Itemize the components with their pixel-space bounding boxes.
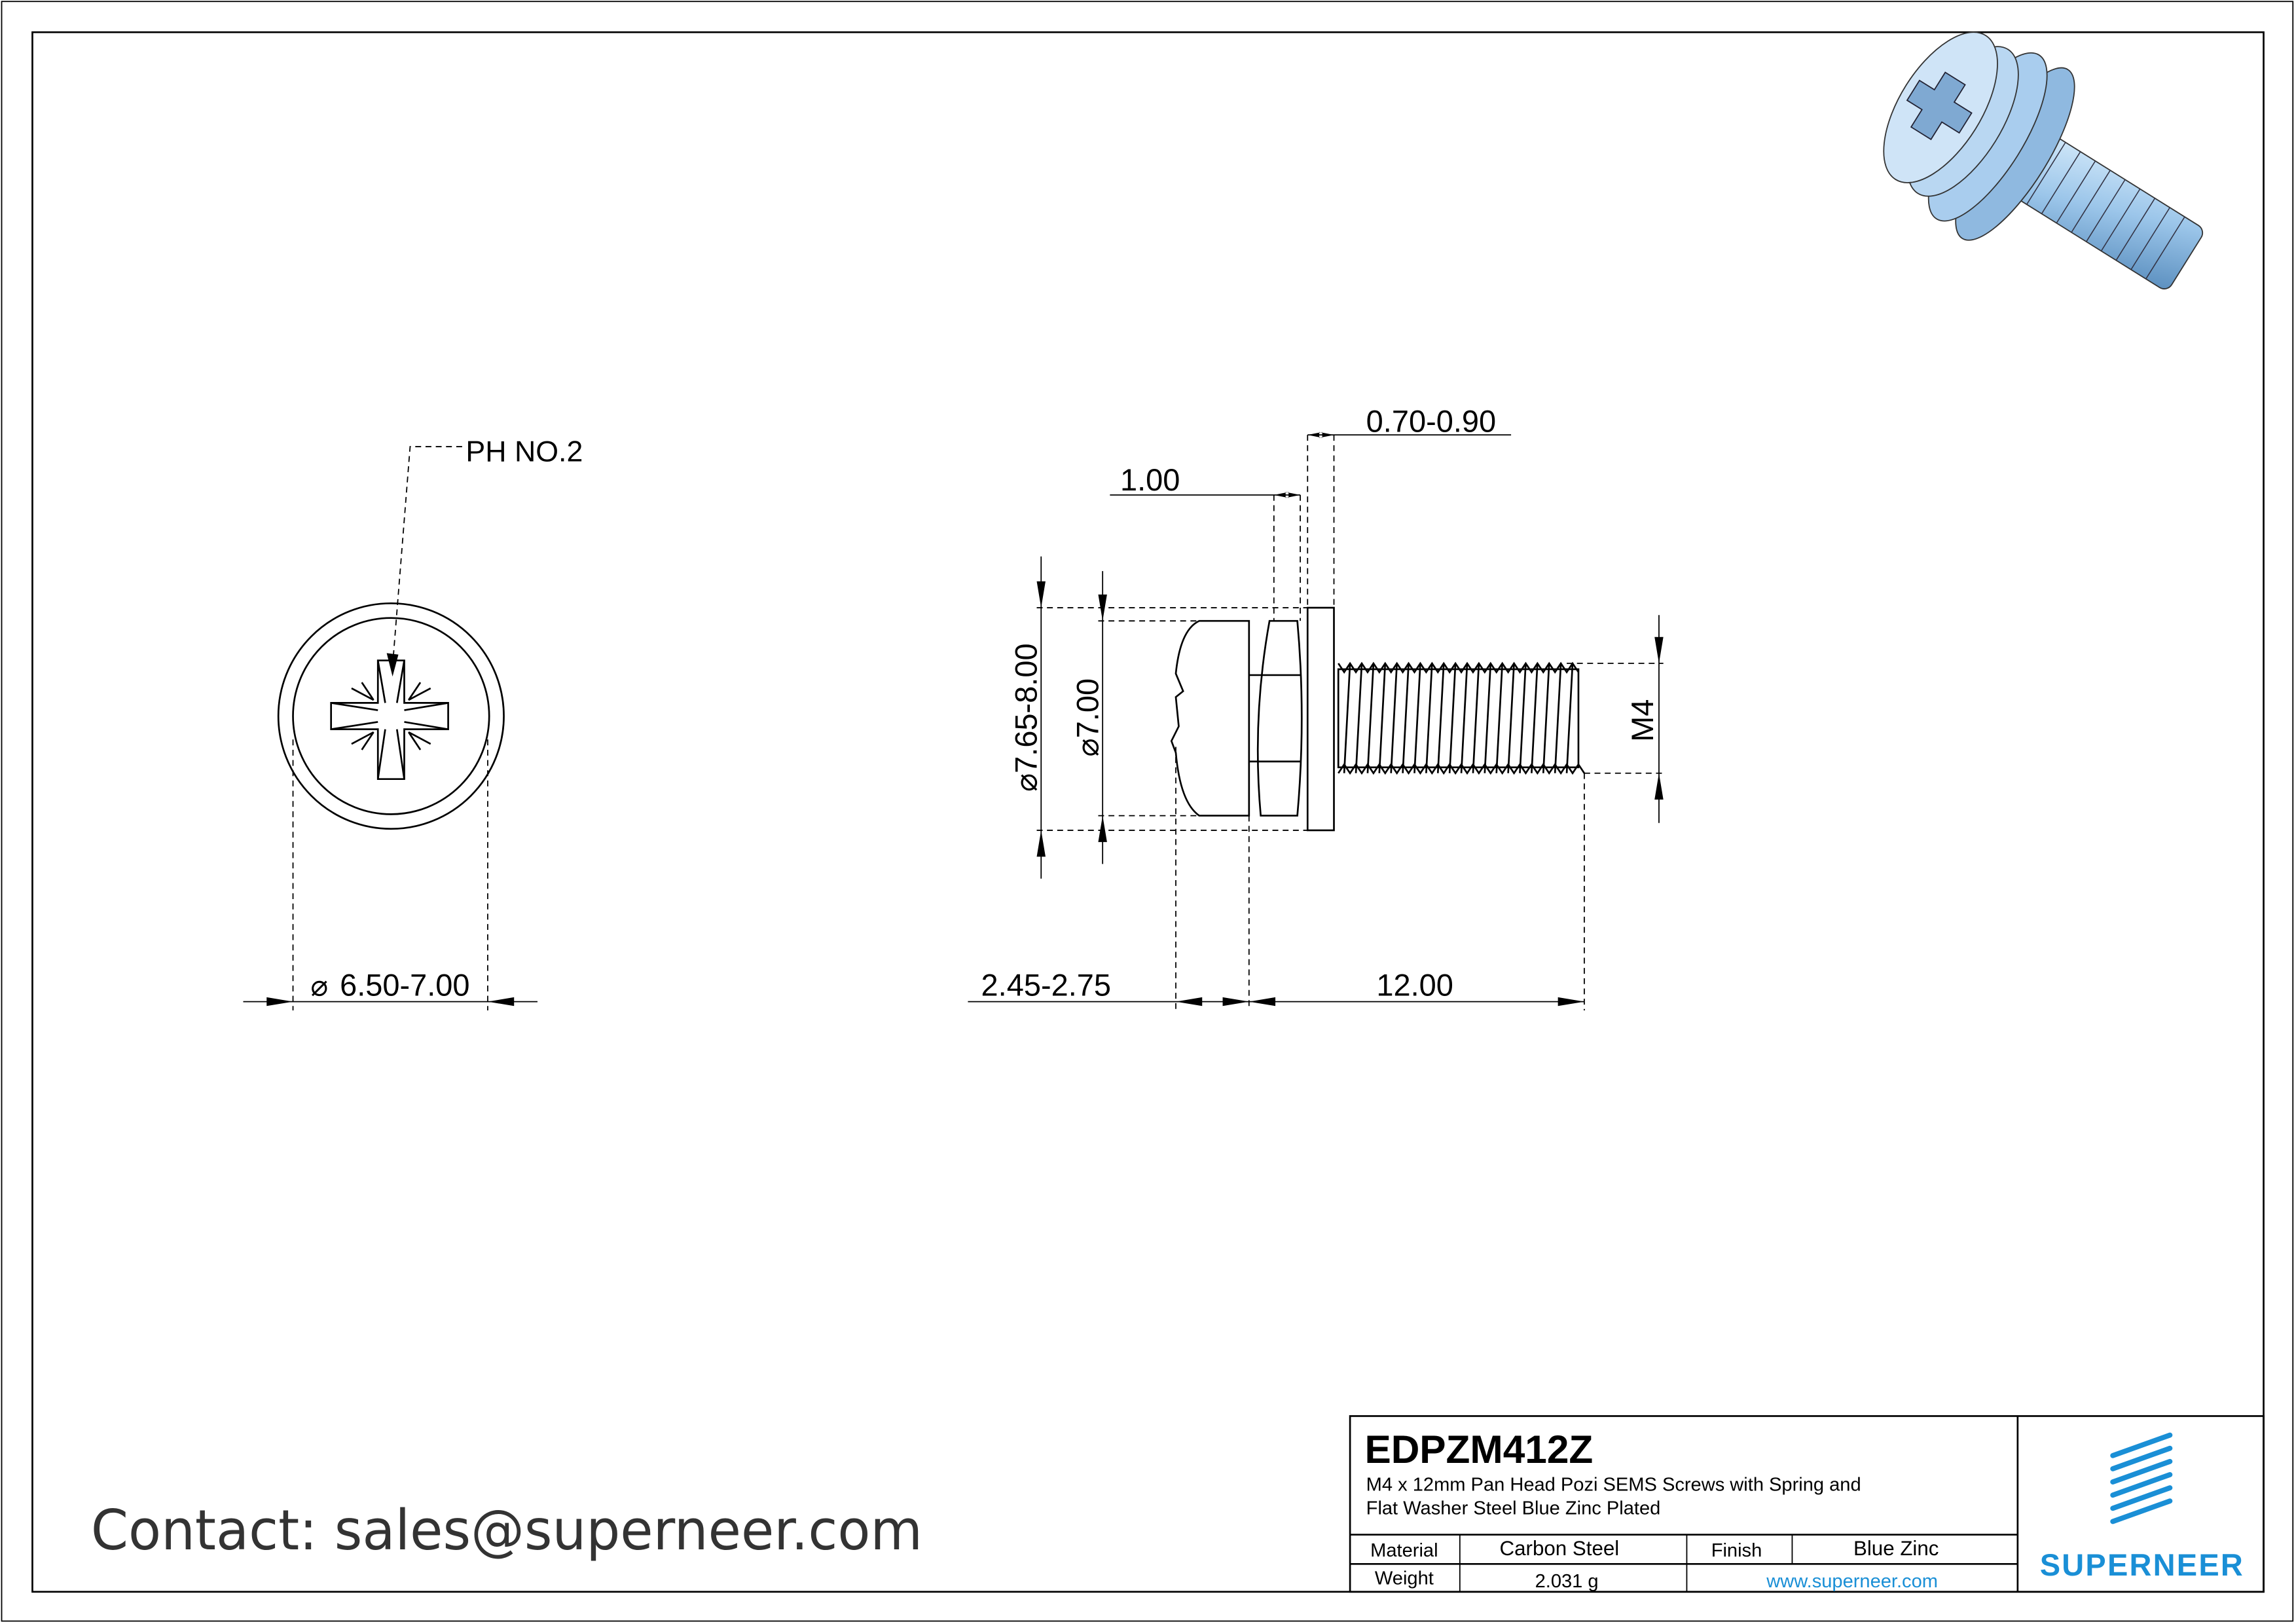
spring-washer [1256,619,1303,817]
head-diameter-dim: 6.50-7.00 [340,968,469,1003]
side-view: ⌀7.65-8.00 ⌀7.00 1.00 0.70-0.90 2.45-2.7… [968,404,1664,1011]
head-diameter-symbol: ⌀ [310,970,328,1003]
title-block: EDPZM412Z M4 x 12mm Pan Head Pozi SEMS S… [1349,1415,2265,1593]
brand-name: SUPERNEER [2040,1547,2244,1582]
flat-washer-thickness-dim: 0.70-0.90 [1366,404,1496,439]
flat-washer-diameter-dim: ⌀7.65-8.00 [1009,643,1044,792]
screw-3d-render [1883,31,2204,289]
description-line1: M4 x 12mm Pan Head Pozi SEMS Screws with… [1366,1475,1861,1496]
finish-value: Blue Zinc [1853,1537,1939,1560]
description-line2: Flat Washer Steel Blue Zinc Plated [1366,1498,1661,1519]
pozi-cross [330,659,449,781]
drive-leader [386,446,463,677]
head-dia-dim: ⌀7.00 [1070,678,1104,757]
weight-label: Weight [1375,1568,1434,1589]
part-number: EDPZM412Z [1364,1427,1593,1471]
length-dim: 12.00 [1376,968,1453,1003]
contact-text[interactable]: Contact: sales@superneer.com [91,1498,922,1563]
material-label: Material [1370,1540,1438,1561]
drive-label: PH NO.2 [465,435,583,468]
screw-head [1170,619,1250,817]
superneer-logo-icon [2110,1432,2173,1524]
thread-size-dim: M4 [1625,699,1660,742]
spring-washer-thickness-dim: 1.00 [1120,462,1180,497]
material-value: Carbon Steel [1500,1537,1620,1560]
weight-value: 2.031 g [1535,1571,1599,1592]
flat-washer [1306,606,1335,832]
thread [1337,661,1586,775]
inner-frame [31,31,2265,1593]
website-link[interactable]: www.superneer.com [1766,1571,1938,1592]
head-height-dim: 2.45-2.75 [981,968,1111,1003]
front-view: PH NO.2 ⌀ 6.50-7.00 [243,435,583,1011]
finish-label: Finish [1711,1540,1762,1561]
